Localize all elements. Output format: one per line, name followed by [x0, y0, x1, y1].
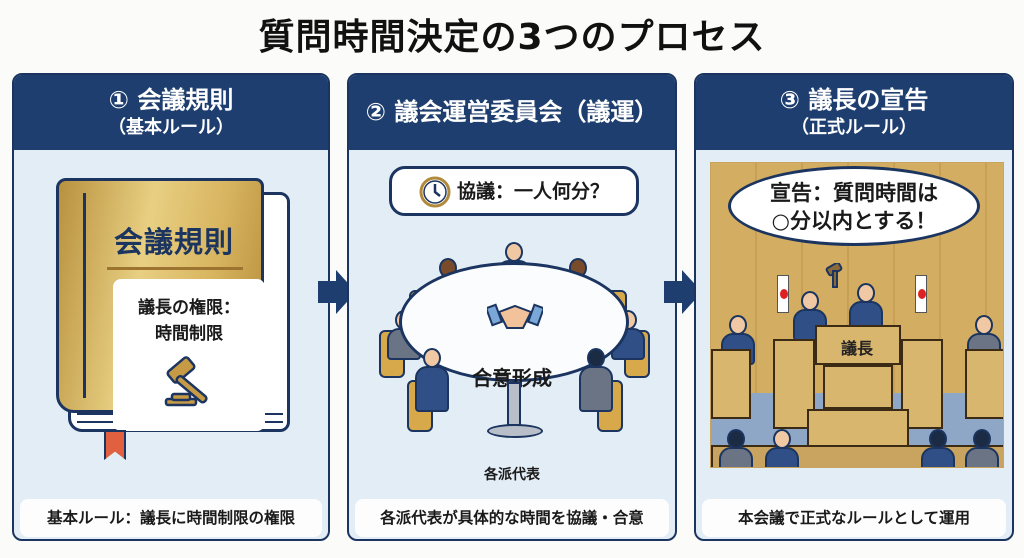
podium-label: 議長 [841, 339, 874, 358]
gavel-icon [164, 356, 208, 407]
panel-title: ③ 議長の宣告 [779, 86, 929, 114]
gavel-icon [825, 263, 843, 288]
member [719, 429, 753, 467]
panel-title: ① 会議規則 [108, 86, 234, 114]
member [965, 429, 999, 467]
page-title: 質問時間決定の3つのプロセス [258, 17, 766, 58]
bubble-text: 協議：一人何分？ [456, 180, 609, 203]
panel-chair-declaration: ③ 議長の宣告 （正式ルール） 議長 [694, 73, 1014, 541]
flag-icon [777, 275, 789, 313]
speech-bubble: 協議：一人何分？ [389, 166, 639, 216]
panel-steering-committee: ② 議会運営委員会（議運） 協議：一人何分？ [347, 73, 677, 541]
card-line-1: 議長の権限： [138, 298, 240, 318]
panel-header: ① 会議規則 （基本ルール） [14, 75, 328, 150]
podium [815, 325, 901, 365]
bookmark-ribbon [104, 430, 126, 460]
book-card: 議長の権限： 時間制限 [113, 279, 265, 431]
panel-title: ② 議会運営委員会（議運） [365, 98, 659, 126]
bubble-line-2: ○分以内とする！ [771, 209, 937, 233]
representative [579, 348, 613, 412]
panel-rules: ① 会議規則 （基本ルール） 会議規則 議長の権限： 時間制限 [12, 73, 330, 541]
panel-caption: 本会議で正式なルールとして運用 [702, 499, 1006, 537]
clock-icon [419, 176, 451, 207]
book-icon: 会議規則 議長の権限： 時間制限 [56, 178, 291, 460]
panel-caption: 基本ルール：議長に時間制限の権限 [20, 499, 322, 537]
member [765, 429, 799, 467]
panel-subtitle: （正式ルール） [791, 117, 917, 138]
book-title: 会議規則 [113, 225, 234, 259]
representatives-label: 各派代表 [484, 467, 540, 483]
card-line-2: 時間制限 [155, 324, 223, 344]
panel-caption: 各派代表が具体的な時間を協議・合意 [355, 499, 669, 537]
flag-icon [915, 275, 927, 313]
member [921, 429, 955, 467]
panel-subtitle: （基本ルール） [108, 117, 234, 138]
assembly-chamber: 議長 [710, 162, 1004, 468]
bubble-line-1: 宣告：質問時間は [770, 181, 938, 205]
representative [415, 348, 449, 412]
handshake-icon [487, 303, 543, 329]
panel-header: ③ 議長の宣告 （正式ルール） [696, 75, 1012, 150]
panel-header: ② 議会運営委員会（議運） [349, 75, 675, 150]
speech-bubble: 宣告：質問時間は ○分以内とする！ [728, 166, 980, 246]
